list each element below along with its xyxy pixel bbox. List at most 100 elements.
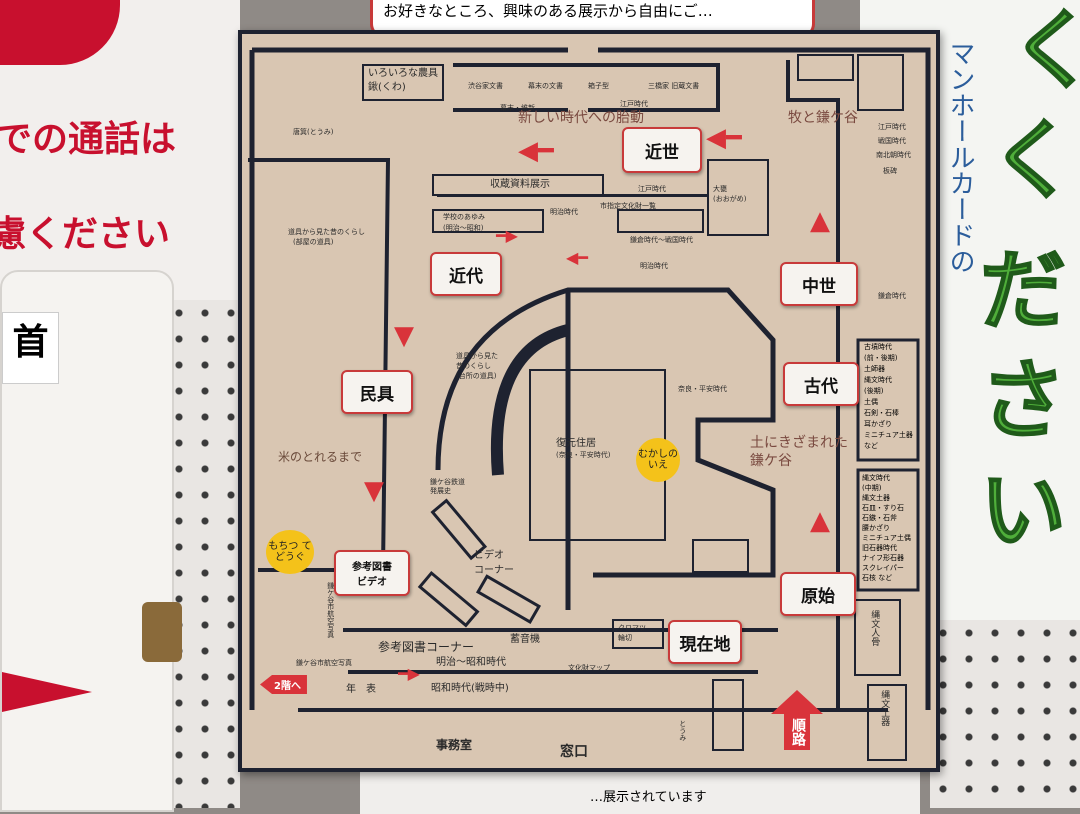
tag-kodai: 古代 xyxy=(783,362,859,406)
video-bench xyxy=(475,574,542,624)
era-label: 江戸時代 xyxy=(620,100,648,108)
exhibit-label: クロマツ xyxy=(618,624,646,632)
case-line: 石核 など xyxy=(862,574,893,582)
exhibit-label: 蓄音機 xyxy=(510,634,540,645)
case-line: 古墳時代 xyxy=(864,343,892,351)
exhibit-label: (台所の道具) xyxy=(456,372,497,380)
case-label: 渋谷家文書 xyxy=(468,82,503,90)
school-case xyxy=(432,209,544,233)
case-line: 石皿・すり石 xyxy=(862,504,904,512)
case-line: 縄文時代 xyxy=(862,474,890,482)
label: 年 表 xyxy=(346,684,376,695)
era-label: 明治時代 xyxy=(640,262,668,270)
case-line: 土偶 xyxy=(864,398,878,406)
tag-genshi: 原始 xyxy=(780,572,856,616)
case-line: 耳かざり xyxy=(864,420,892,428)
exhibit-label: (明治～昭和) xyxy=(443,224,484,232)
exhibit-label: 学校のあゆみ xyxy=(443,213,485,221)
case-label: 鎌倉時代 xyxy=(878,292,906,300)
case-label: 三橋家 旧蔵文書 xyxy=(648,82,700,90)
label: 唐箕(とうみ) xyxy=(293,128,334,136)
case-jomon-mid-paleolithic: 縄文時代 (中期) 縄文土器 石皿・すり石 石鏃・石斧 腰かざり ミニチュア土偶… xyxy=(862,473,911,583)
center-room-wall xyxy=(435,287,776,578)
label: 鍬(くわ) xyxy=(368,82,406,93)
arrow-sign xyxy=(2,672,92,712)
route-arrow-left: ◀━ xyxy=(706,123,742,153)
tools-case xyxy=(362,64,444,101)
video-bench xyxy=(417,570,480,628)
exhibit-label: ビデオ xyxy=(474,550,504,561)
case xyxy=(692,539,749,573)
case-line: 縄文土器 xyxy=(862,494,890,502)
case xyxy=(712,679,744,751)
case-line: 土師器 xyxy=(864,365,885,373)
room-label: 窓口 xyxy=(560,744,588,760)
era-label: 明治時代 xyxy=(550,208,578,216)
route-arrow-right: ━▶ xyxy=(496,226,518,245)
poster-char: く xyxy=(1009,0,1080,102)
case-label: 戦国時代 xyxy=(878,137,906,145)
exhibit-label: 道具から見た昔のくらし xyxy=(288,228,365,236)
no-phone-sign xyxy=(0,0,120,65)
tag-current-location: 現在地 xyxy=(668,620,742,664)
case-line: 腰かざり xyxy=(862,524,890,532)
poster-char: だ xyxy=(979,240,1067,342)
poster-char: く xyxy=(989,110,1077,212)
exhibit-label: 道具から見た xyxy=(456,352,498,360)
exhibit-label: 鎌ケ谷市航空写真 xyxy=(296,659,352,667)
tag-mingu: 民具 xyxy=(341,370,413,414)
route-arrow-down: ▼ xyxy=(394,321,414,351)
exhibit-label: 文化財マップ xyxy=(568,664,610,672)
case xyxy=(867,684,907,761)
case-line: 石鏃・石斧 xyxy=(862,514,897,522)
case-label: 縄文人骨 xyxy=(869,610,880,646)
zone-title: 土にきざまれた鎌ケ谷 xyxy=(750,435,848,469)
era-label: 幕末・維新 xyxy=(500,104,535,112)
case-label: 幕末の文書 xyxy=(528,82,563,90)
map-walls xyxy=(238,30,940,772)
tag-kindai: 近代 xyxy=(430,252,502,296)
case-label: 板碑 xyxy=(883,167,897,175)
sticker-note: もちつ てどうぐ xyxy=(266,530,314,574)
case xyxy=(857,54,904,111)
arc-wall xyxy=(490,324,570,476)
tag-reference-video: 参考図書 ビデオ xyxy=(334,550,410,596)
device-case: 首 xyxy=(0,270,182,812)
exhibit-label: 市指定文化財一覧 xyxy=(600,202,656,210)
floor-map: いろいろな農具 鍬(くわ) 唐箕(とうみ) 渋谷家文書 幕末の文書 箱子型 三橋… xyxy=(238,30,940,772)
era-label: 江戸時代 xyxy=(638,185,666,193)
case xyxy=(856,468,920,592)
exhibit-label: (部屋の道具) xyxy=(293,238,334,246)
zone-title: 牧と鎌ケ谷 xyxy=(788,110,858,126)
poster-vertical-text: マンホールカードの xyxy=(945,40,975,274)
case-line: ミニチュア土器 xyxy=(864,431,913,439)
exhibit-label: 輪切 xyxy=(618,634,632,642)
case xyxy=(854,599,901,676)
poster-text: での通話は xyxy=(0,119,177,160)
era-label: 昭和時代(戦時中) xyxy=(431,683,509,694)
case-label: 江戸時代 xyxy=(878,123,906,131)
era-label: 明治～昭和時代 xyxy=(436,657,506,668)
kuromatsu-case xyxy=(612,619,664,649)
case-label: 南北朝時代 xyxy=(876,151,911,159)
device-label: 首 xyxy=(2,312,59,384)
case-line: (中期) xyxy=(862,484,882,492)
case-line: (後期) xyxy=(864,387,884,395)
tag-chusei: 中世 xyxy=(780,262,858,306)
video-bench xyxy=(430,498,488,561)
route-arrow-left: ◀━ xyxy=(518,136,554,166)
tag-text: ビデオ xyxy=(357,577,387,588)
case xyxy=(797,54,854,81)
sticker-old-house: むかしのいえ xyxy=(636,438,680,482)
case-line: ナイフ形石器 xyxy=(862,554,904,562)
exhibit-label: 発展史 xyxy=(430,487,451,495)
route-arrow-down: ▼ xyxy=(364,476,384,506)
route-arrow-up: ▲ xyxy=(810,206,830,236)
route-label: 順路 xyxy=(790,718,806,746)
era-label: 鎌倉時代～戦国時代 xyxy=(630,236,693,244)
poster-char: い xyxy=(979,460,1067,562)
case-kofun-jomon-late: 古墳時代 (前・後期) 土師器 縄文時代 (後期) 土偶 石剣・石棒 耳かざり … xyxy=(864,342,913,452)
zone-title: 米のとれるまで xyxy=(278,450,363,464)
exhibit-label: (おおがめ) xyxy=(713,195,747,203)
case-line: 縄文時代 xyxy=(864,376,892,384)
